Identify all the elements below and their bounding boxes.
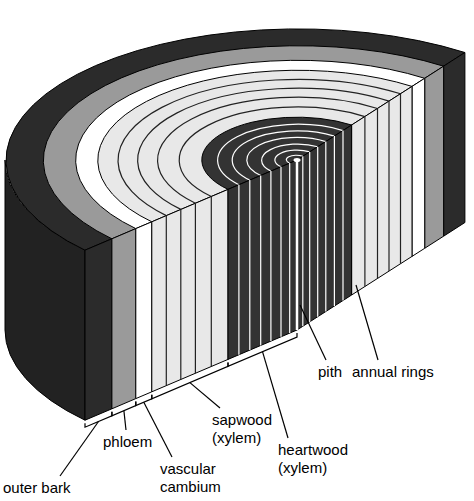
right-cut-face <box>297 53 465 331</box>
part-label: vascular cambium <box>160 460 236 496</box>
left-heartwood-grain <box>239 163 290 355</box>
part-label: heartwood (xylem) <box>278 441 364 477</box>
pith-dot <box>294 158 301 162</box>
left-sapwood-grain <box>166 197 211 386</box>
part-label: outer bark <box>3 479 71 497</box>
right-sapwood-grain <box>365 94 401 287</box>
left-cut-face <box>85 160 297 420</box>
part-label: pith <box>318 363 342 381</box>
part-label: sapwood (xylem) <box>212 411 286 447</box>
part-label: annual rings <box>352 363 434 381</box>
part-label: phloem <box>103 433 152 451</box>
right-heartwood-grain <box>303 131 343 327</box>
leader-lines <box>60 285 378 476</box>
pith-line <box>296 160 299 330</box>
